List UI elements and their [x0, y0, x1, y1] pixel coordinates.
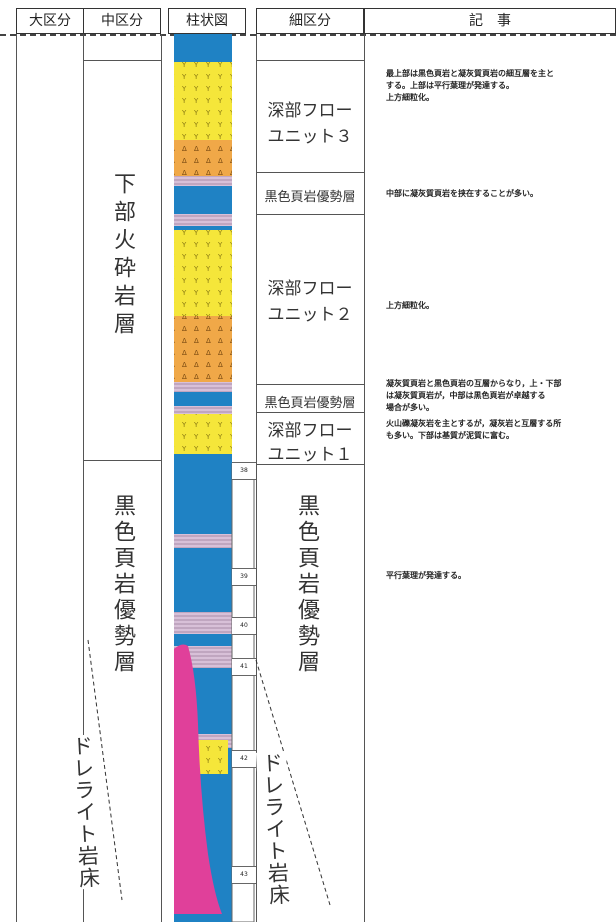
column-border [364, 34, 365, 922]
sub-unit-boundary [256, 60, 364, 61]
mid-unit-boundary [83, 60, 161, 61]
sub-unit-black-shale-2: 黒色頁岩優勢層 [264, 396, 356, 411]
header-col-fine-division: 細区分 [256, 8, 364, 34]
note-line: 最上部は黒色頁岩と凝灰質頁岩の細互層を主と [386, 69, 554, 78]
note-deep-flow-2: 上方細粒化。 [386, 300, 606, 312]
depth-mark: 38 [232, 462, 256, 480]
note-line: 火山礫凝灰岩を主とするが，凝灰岩と互層する所 [386, 419, 562, 428]
sub-unit-deep-flow-2-line2: ユニット２ [267, 305, 353, 325]
note-line: は凝灰質頁岩が，中部は黒色頁岩が卓越する [386, 391, 546, 400]
sub-unit-deep-flow-2-line1: 深部フロー [267, 279, 353, 299]
sub-unit-boundary [256, 464, 364, 465]
shale-layer [174, 214, 232, 226]
note-black-shale-main: 平行葉理が発達する。 [386, 570, 606, 582]
note-black-shale-2: 凝灰質頁岩と黒色頁岩の互層からなり，上・下部 は凝灰質頁岩が，中部は黒色頁岩が卓… [386, 378, 606, 414]
shale-layer [174, 382, 232, 392]
column-border [83, 34, 84, 922]
mid-unit-black-shale-dominant: 黒色頁岩優勢層 [110, 494, 135, 676]
note-line: する。上部は平行葉理が発達する。 [386, 81, 514, 90]
depth-mark: 43 [232, 866, 256, 884]
tuff-layer [198, 740, 228, 774]
mid-unit-lower-volcaniclastic: 下部火砕岩層 [110, 172, 135, 340]
lapilli-layer [174, 140, 232, 176]
dolerite-intrusion [174, 644, 222, 914]
note-line: 平行葉理が発達する。 [386, 571, 466, 580]
note-line: 中部に凝灰質頁岩を挟在することが多い。 [386, 189, 538, 198]
sub-unit-boundary [256, 412, 364, 413]
sub-unit-deep-flow-3-line2: ユニット３ [267, 127, 353, 147]
depth-mark: 40 [232, 617, 256, 635]
note-deep-flow-1: 火山礫凝灰岩を主とするが，凝灰岩と互層する所 も多い。下部は基質が泥質に富む。 [386, 418, 606, 442]
sub-unit-boundary [256, 384, 364, 385]
lapilli-layer [174, 316, 232, 382]
note-line: 上方細粒化。 [386, 93, 434, 102]
note-deep-flow-3: 最上部は黒色頁岩と凝灰質頁岩の細互層を主と する。上部は平行葉理が発達する。 上… [386, 68, 606, 104]
note-black-shale-1: 中部に凝灰質頁岩を挟在することが多い。 [386, 188, 606, 200]
sub-unit-boundary [256, 214, 364, 215]
column-border [161, 34, 162, 922]
tuff-layer [174, 414, 232, 454]
depth-mark: 39 [232, 568, 256, 586]
column-border [16, 34, 17, 922]
header-col-middle-division: 中区分 [83, 8, 161, 34]
mid-unit-boundary [83, 460, 161, 461]
sub-unit-deep-flow-3-line1: 深部フロー [267, 101, 353, 121]
shale-layer [174, 534, 232, 548]
note-line: も多い。下部は基質が泥質に富む。 [386, 431, 514, 440]
tuff-layer [174, 62, 232, 140]
shale-layer [174, 612, 232, 634]
shale-layer [174, 406, 232, 414]
header-col-columnar-section: 柱状図 [168, 8, 246, 34]
note-line: 上方細粒化。 [386, 301, 434, 310]
depth-mark: 41 [232, 658, 256, 676]
column-border [256, 34, 257, 922]
note-line: 凝灰質頁岩と黒色頁岩の互層からなり，上・下部 [386, 379, 562, 388]
dashed-top-line [0, 34, 616, 36]
sub-unit-black-shale-main: 黒色頁岩優勢層 [294, 494, 319, 676]
sub-unit-deep-flow-1-line2: ユニット１ [267, 445, 353, 465]
sub-unit-boundary [256, 172, 364, 173]
header-col-large-division: 大区分 [16, 8, 84, 34]
shale-layer [174, 176, 232, 186]
sub-unit-black-shale-1: 黒色頁岩優勢層 [264, 190, 356, 205]
depth-mark: 42 [232, 750, 256, 768]
tuff-layer [174, 230, 232, 316]
header-col-description: 記 事 [364, 8, 616, 34]
sub-unit-deep-flow-1-line1: 深部フロー [267, 421, 353, 441]
columnar-section: Y Δ [174, 34, 255, 922]
note-line: 場合が多い。 [386, 403, 434, 412]
